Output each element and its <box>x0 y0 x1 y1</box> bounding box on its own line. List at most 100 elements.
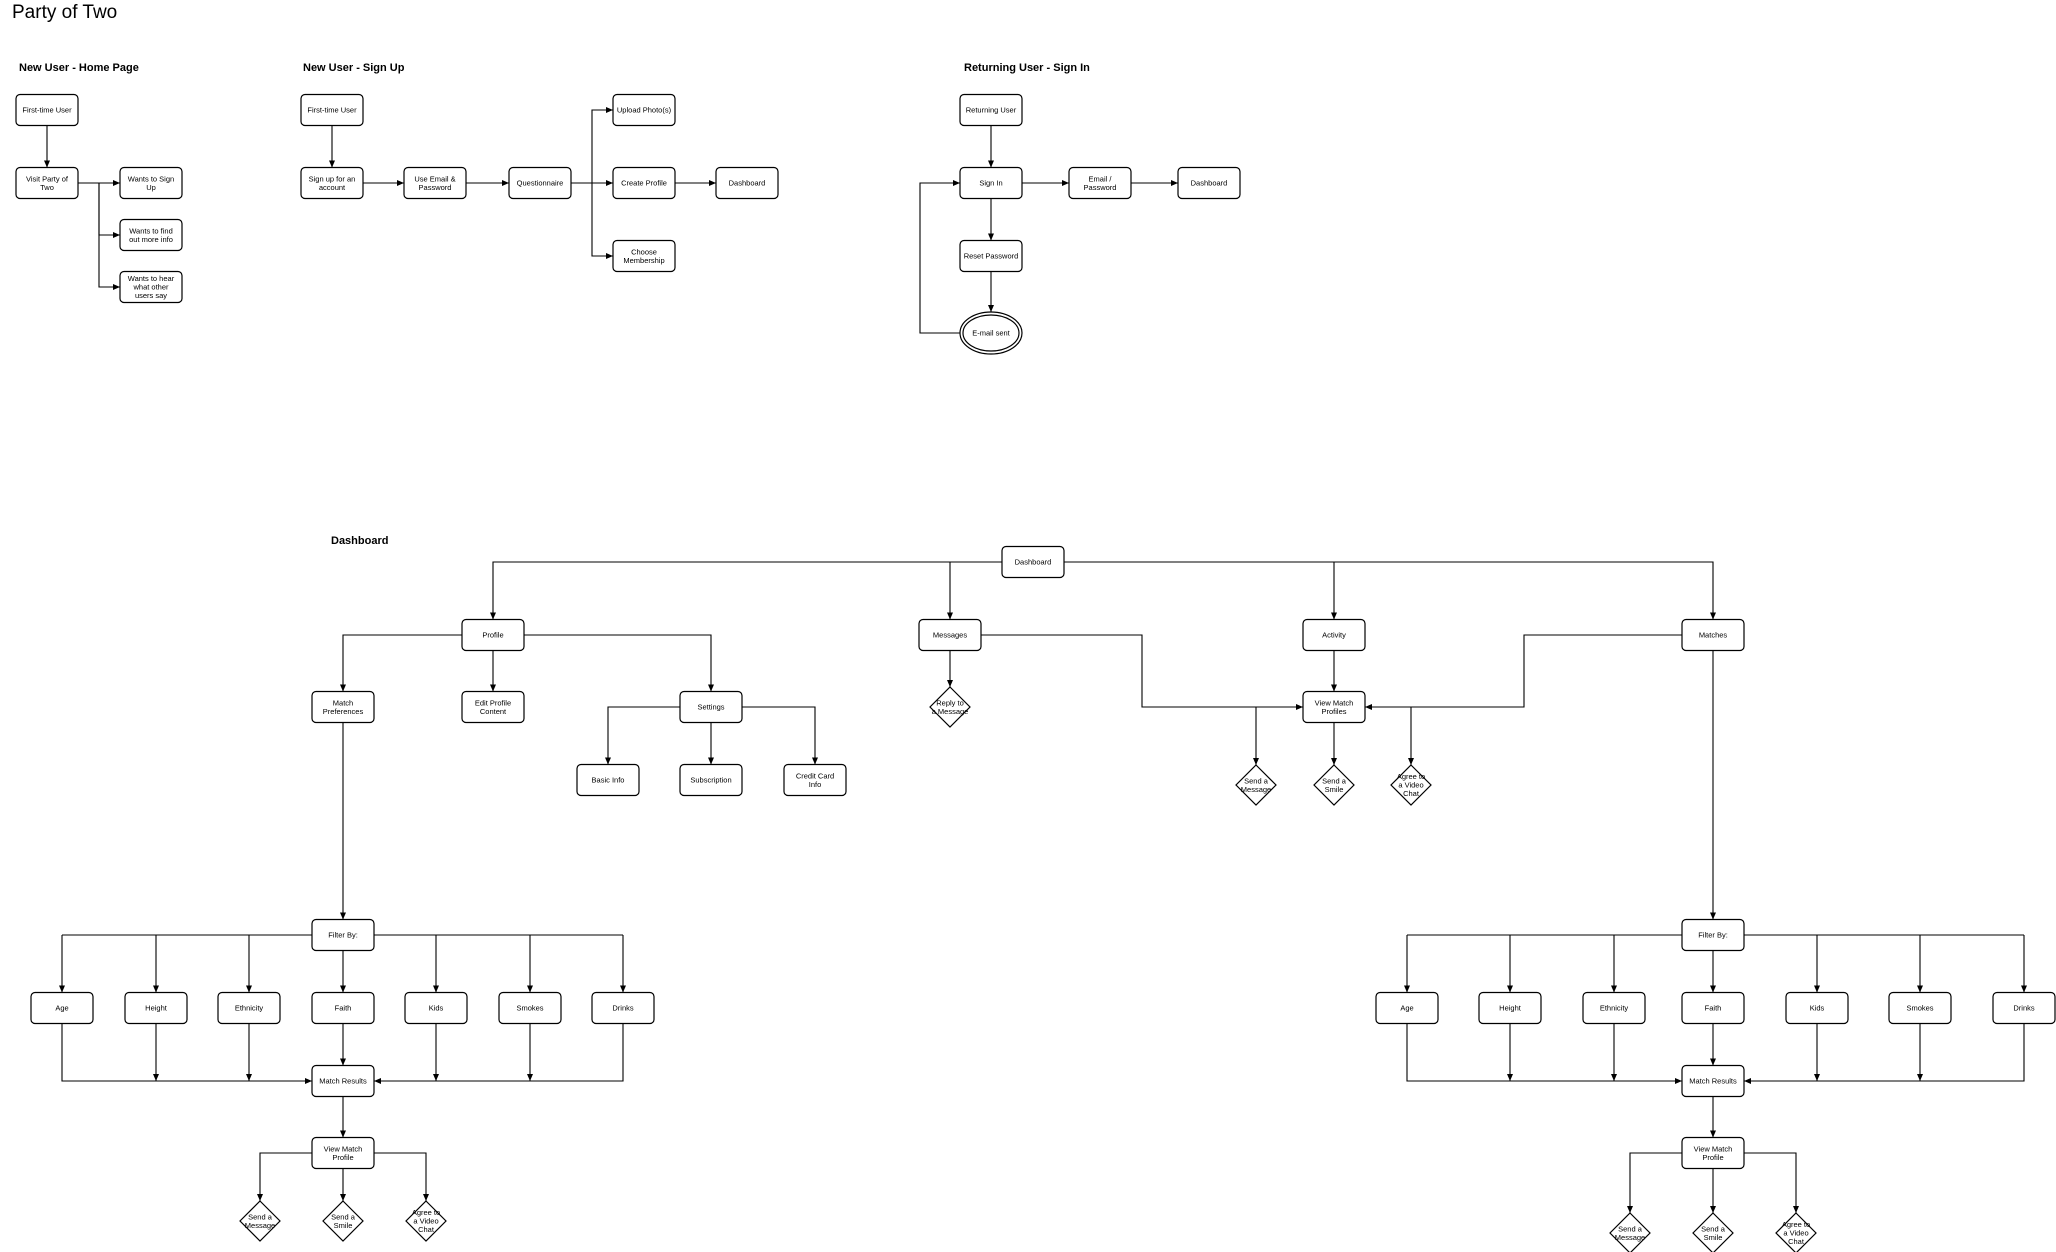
node-label: Dashboard <box>1191 179 1228 188</box>
section-title-dashboard: Dashboard <box>331 535 388 547</box>
node-s-quest: Questionnaire <box>508 166 572 200</box>
node-label: Dashboard <box>729 179 766 188</box>
node-d-dash: Dashboard <box>1001 545 1065 579</box>
connector <box>1406 1023 1682 1084</box>
node-label: Height <box>145 1004 168 1013</box>
node-label: Dashboard <box>1015 558 1052 567</box>
connector-dash-profile <box>490 561 1002 620</box>
node-r-user: Returning User <box>959 93 1023 127</box>
node-label: Match Results <box>1689 1077 1737 1086</box>
node-l-results: Match Results <box>311 1064 375 1098</box>
node-label: Ethnicity <box>235 1004 264 1013</box>
node-d-activity: Activity <box>1302 618 1366 652</box>
node-label: Returning User <box>966 106 1017 115</box>
node-l-faith: Faith <box>311 991 375 1025</box>
node-label: Questionnaire <box>517 179 564 188</box>
node-l-filter: Filter By: <box>311 918 375 952</box>
node-s-email: Use Email &Password <box>403 166 467 200</box>
node-label: Faith <box>1705 1004 1722 1013</box>
node-label: Filter By: <box>1698 931 1728 940</box>
node-r-signin: Sign In <box>959 166 1023 200</box>
connector-loop <box>919 180 960 334</box>
connector <box>1365 634 1682 710</box>
node-d-sub: Subscription <box>679 763 743 797</box>
node-s-create: Create Profile <box>612 166 676 200</box>
connectors <box>44 107 2027 1213</box>
section-title-home: New User - Home Page <box>19 62 139 74</box>
node-r-reset: Reset Password <box>959 239 1023 273</box>
node-d-settings: Settings <box>679 690 743 724</box>
node-label: E-mail sent <box>972 329 1010 338</box>
connector <box>340 634 462 692</box>
connector <box>1253 706 1303 765</box>
connector <box>605 706 680 765</box>
node-l-kids: Kids <box>404 991 468 1025</box>
node-label: Reset Password <box>964 252 1019 261</box>
node-label: Smokes <box>1906 1004 1933 1013</box>
node-label: Filter By: <box>328 931 358 940</box>
node-label: Upload Photo(s) <box>617 106 672 115</box>
page-title: Party of Two <box>12 2 117 23</box>
node-r-email: Email /Password <box>1068 166 1132 200</box>
node-label: Drinks <box>2013 1004 2035 1013</box>
node-r2-drinks: Drinks <box>1992 991 2056 1025</box>
node-s-first: First-time User <box>300 93 364 127</box>
connector <box>1365 706 1414 765</box>
node-label: Ethnicity <box>1600 1004 1629 1013</box>
node-l-smokes: Smokes <box>498 991 562 1025</box>
node-label: Create Profile <box>621 179 667 188</box>
node-l-eth: Ethnicity <box>217 991 281 1025</box>
node-d-messages: Messages <box>918 618 982 652</box>
node-label: Age <box>55 1004 68 1013</box>
node-r2-eth: Ethnicity <box>1582 991 1646 1025</box>
node-d-basic: Basic Info <box>576 763 640 797</box>
section-title-signin: Returning User - Sign In <box>964 62 1090 74</box>
connector <box>1744 1023 2025 1084</box>
connector <box>1627 1152 1682 1213</box>
connector <box>257 1152 312 1201</box>
node-label: Profile <box>482 631 503 640</box>
node-r2-age: Age <box>1375 991 1439 1025</box>
node-label: Drinks <box>612 1004 634 1013</box>
connector <box>374 1152 429 1201</box>
node-label: First-time User <box>22 106 72 115</box>
connector-branch <box>98 183 120 290</box>
connector <box>742 706 818 765</box>
connector-branch <box>571 107 613 184</box>
node-label: Subscription <box>690 776 731 785</box>
node-label: Age <box>1400 1004 1413 1013</box>
node-r-sent: E-mail sent <box>959 311 1023 355</box>
node-l-drinks: Drinks <box>591 991 655 1025</box>
